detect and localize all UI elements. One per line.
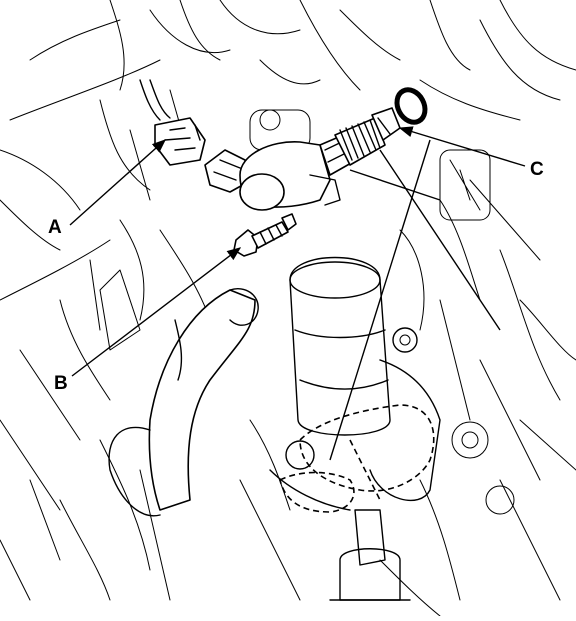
cylinder-housing (289, 256, 441, 501)
oil-control-solenoid (239, 107, 401, 211)
callout-label-a: A (48, 217, 62, 238)
callout-c-leader (398, 126, 526, 167)
callout-leaders (69, 126, 526, 377)
callout-a-leader (69, 139, 167, 226)
o-ring (394, 87, 428, 125)
callout-label-b: B (54, 373, 68, 394)
callout-label-c: C (530, 159, 544, 180)
hidden-part-outline (279, 404, 435, 513)
mounting-bolt (233, 213, 297, 257)
solenoid-connector (204, 149, 249, 193)
coolant-hose (108, 288, 259, 517)
wire-harness (139, 79, 171, 121)
bottom-component (269, 440, 411, 601)
reference-lines (329, 139, 501, 461)
callout-b-leader (71, 247, 242, 377)
